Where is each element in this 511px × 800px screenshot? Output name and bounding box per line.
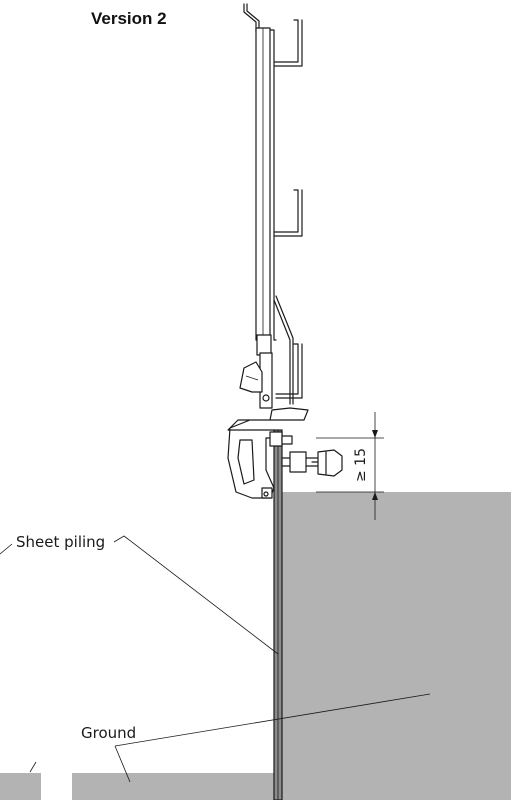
board-bracket-bottom [275, 343, 303, 399]
drawing-title: Version 2 [91, 9, 167, 28]
board-bracket-middle [273, 189, 303, 237]
ground [0, 492, 511, 800]
sheet-piling-leader-left [0, 543, 13, 555]
ground-leader-left [29, 761, 37, 773]
sheet-piling [273, 429, 283, 800]
sheet-piling-leader [113, 535, 279, 655]
ground-label: Ground [81, 724, 136, 742]
board-bracket-top [273, 19, 303, 67]
ground-leader-lower [114, 745, 131, 783]
ground-left-block [0, 773, 41, 800]
dimension-marking: ≥ 15 [316, 412, 384, 520]
ground-main-block [282, 492, 511, 800]
ground-lower-block [72, 773, 276, 800]
guardrail-post [227, 3, 343, 499]
sheet-piling-label: Sheet piling [16, 533, 105, 551]
dimension-label: ≥ 15 [353, 448, 369, 482]
ground-leader-main [114, 693, 431, 747]
